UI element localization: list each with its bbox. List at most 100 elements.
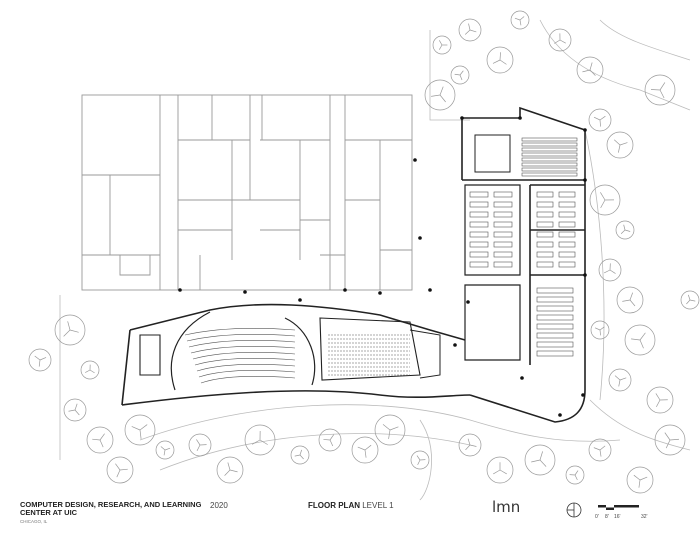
desk: [493, 231, 513, 238]
desk: [558, 211, 576, 218]
column: [243, 290, 247, 294]
tree-icon: [290, 445, 310, 465]
tree-icon: [374, 414, 406, 446]
tree-icon: [524, 444, 556, 476]
seat-row: [186, 334, 296, 342]
column: [178, 288, 182, 292]
tree-icon: [626, 466, 654, 494]
tree-icon: [565, 465, 585, 485]
desk: [536, 323, 574, 330]
desk: [536, 191, 554, 198]
desk: [493, 211, 513, 218]
north-arrow-icon: [566, 502, 582, 518]
desk: [536, 211, 554, 218]
desk: [536, 201, 554, 208]
desk: [469, 201, 489, 208]
desk: [558, 251, 576, 258]
tree-icon: [63, 398, 87, 422]
tree-icon: [548, 28, 572, 52]
tree-icon: [450, 65, 470, 85]
desk: [536, 314, 574, 321]
columns: [178, 116, 587, 417]
tree-icon: [432, 35, 452, 55]
tree-icon: [216, 456, 244, 484]
column: [298, 298, 302, 302]
tree-icon: [351, 436, 379, 464]
desk: [469, 211, 489, 218]
tree-icon: [654, 424, 686, 456]
desk: [536, 350, 574, 357]
desk: [493, 221, 513, 228]
desk: [521, 152, 578, 157]
desk: [536, 221, 554, 228]
seat-row: [192, 352, 296, 360]
tree-icon: [615, 220, 635, 240]
tree-icon: [424, 79, 456, 111]
scale-label: 0': [595, 514, 599, 520]
tree-icon: [318, 428, 342, 452]
tree-icon: [458, 433, 482, 457]
column: [466, 300, 470, 304]
column: [558, 413, 562, 417]
desk: [558, 261, 576, 268]
seat-row: [184, 328, 296, 336]
new-building: [121, 106, 586, 423]
column: [583, 273, 587, 277]
tree-icon: [680, 290, 700, 310]
desk: [536, 241, 554, 248]
tree-icon: [106, 456, 134, 484]
desk: [493, 201, 513, 208]
seat-row: [200, 376, 296, 384]
tree-icon: [486, 46, 514, 74]
seat-row: [196, 364, 296, 372]
desk: [521, 172, 578, 177]
firm-logo: LMN: [492, 498, 521, 516]
tree-icon: [644, 74, 676, 106]
column: [418, 236, 422, 240]
sheet-title-bold: FLOOR PLAN: [308, 501, 360, 510]
desk: [558, 201, 576, 208]
desk: [521, 167, 578, 172]
column: [583, 128, 587, 132]
seat-row: [188, 340, 296, 348]
column: [428, 288, 432, 292]
tree-icon: [589, 184, 621, 216]
desk: [536, 305, 574, 312]
tree-icon: [80, 360, 100, 380]
tree-icon: [458, 18, 482, 42]
column: [583, 178, 587, 182]
desk: [558, 241, 576, 248]
desk: [469, 261, 489, 268]
tree-icon: [54, 314, 86, 346]
desk: [536, 332, 574, 339]
tree-icon: [188, 433, 212, 457]
desk: [558, 221, 576, 228]
tree-icon: [616, 286, 644, 314]
tree-icon: [510, 10, 530, 30]
trees: [28, 10, 700, 494]
tree-icon: [410, 450, 430, 470]
desk: [493, 261, 513, 268]
tree-icon: [588, 108, 612, 132]
desk: [521, 162, 578, 167]
tree-icon: [606, 131, 634, 159]
seat-row: [190, 346, 296, 354]
scale-bar-icon: [598, 505, 639, 510]
desk: [536, 296, 574, 303]
desk: [521, 147, 578, 152]
project-location: CHICAGO, IL: [20, 519, 48, 524]
tree-icon: [155, 440, 175, 460]
tree-icon: [588, 438, 612, 462]
tree-icon: [486, 456, 514, 484]
project-year: 2020: [210, 501, 228, 510]
scale-label: 8': [605, 514, 609, 520]
column: [453, 343, 457, 347]
tree-icon: [646, 386, 674, 414]
desk: [521, 157, 578, 162]
column: [343, 288, 347, 292]
scale-label: 32': [641, 514, 648, 520]
desk: [469, 251, 489, 258]
desk: [493, 251, 513, 258]
column: [460, 116, 464, 120]
existing-building: [81, 94, 413, 291]
